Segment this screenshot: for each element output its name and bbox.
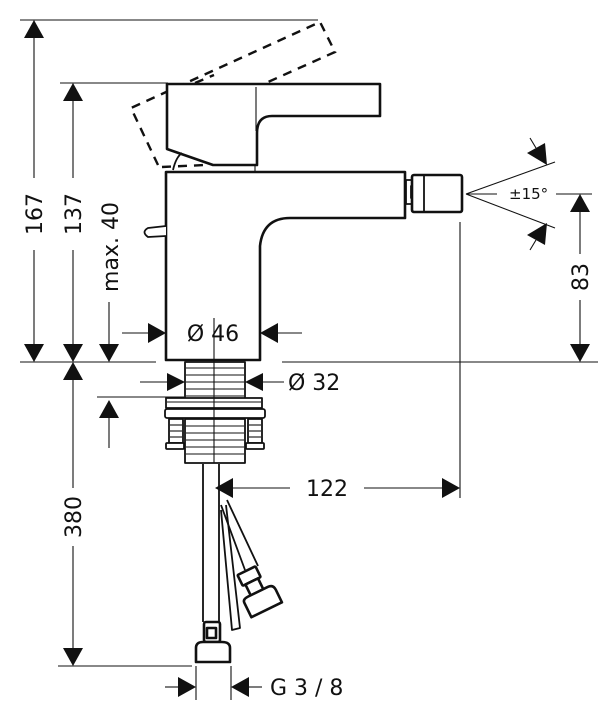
dimension-swivel-angle: ±15° — [465, 137, 592, 251]
dimension-connection-thread: G 3 / 8 — [165, 666, 343, 701]
dimension-max-thickness: max. 40 — [97, 202, 184, 448]
arrow-right-icon — [148, 323, 166, 343]
arrow-up-icon — [527, 223, 547, 245]
arrow-down-icon — [63, 344, 83, 362]
mounting-shank — [164, 318, 266, 464]
arrow-right-icon — [178, 677, 196, 697]
arrow-up-icon — [63, 362, 83, 380]
dimension-shank-diameter: Ø 32 — [140, 371, 340, 396]
spray-height-label: 83 — [569, 263, 594, 291]
arrow-down-icon — [99, 344, 119, 362]
body-height-label: 137 — [62, 193, 87, 235]
dimension-spray-height: 83 — [569, 194, 594, 362]
arrow-left-icon — [231, 677, 249, 697]
dimension-body-diameter: Ø 46 — [122, 322, 302, 347]
arrow-right-icon — [442, 478, 460, 498]
dimension-hose-length: 380 — [58, 362, 192, 667]
arrow-left-icon — [260, 323, 278, 343]
arrow-down-icon — [570, 344, 590, 362]
arrow-up-icon — [570, 194, 590, 212]
mixer-body — [143, 170, 407, 362]
arrow-down-icon — [63, 648, 83, 666]
arrow-up-icon — [63, 83, 83, 101]
dimension-total-height: 167 — [20, 19, 318, 362]
arrow-right-icon — [167, 373, 185, 391]
connection-thread-label: G 3 / 8 — [270, 676, 343, 701]
shank-diameter-label: Ø 32 — [288, 371, 340, 396]
handle-raised-outline — [129, 20, 337, 169]
arrow-left-icon — [245, 373, 263, 391]
spray-nozzle — [405, 173, 464, 214]
projection-label: 122 — [306, 477, 348, 502]
arrow-up-icon — [24, 20, 44, 38]
total-height-label: 167 — [23, 193, 48, 235]
hose-length-label: 380 — [62, 496, 87, 538]
max-thickness-label: max. 40 — [99, 202, 124, 292]
swivel-angle-label: ±15° — [509, 185, 548, 203]
dimension-projection: 122 — [215, 222, 461, 502]
arrow-left-icon — [215, 478, 233, 498]
dimension-body-height: 137 — [60, 82, 168, 362]
body-diameter-label: Ø 46 — [187, 322, 239, 347]
supply-hoses — [194, 464, 284, 664]
arrow-down-icon — [527, 143, 547, 165]
arrow-up-icon — [99, 400, 119, 418]
arrow-down-icon — [24, 344, 44, 362]
lever-handle — [165, 82, 382, 171]
